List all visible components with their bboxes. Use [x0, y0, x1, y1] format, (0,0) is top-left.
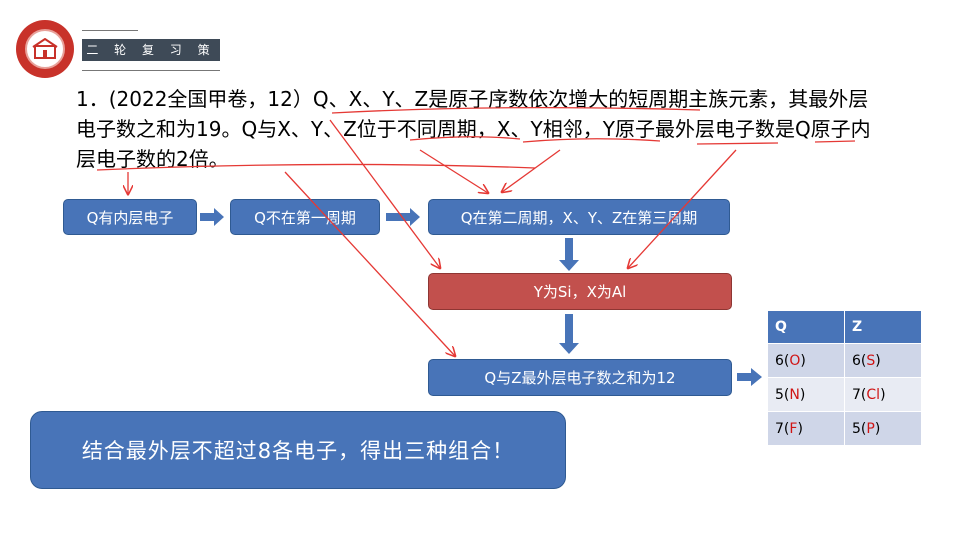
table-header-z: Z [844, 310, 922, 344]
underline-mark [409, 136, 521, 141]
header-divider [82, 70, 220, 71]
annotation-arrow [502, 149, 561, 192]
element-symbol: O [789, 352, 801, 369]
annotation-arrow [284, 171, 455, 356]
annotation-arrow [329, 119, 440, 268]
element-symbol: P [866, 420, 875, 437]
flow-step-inner-electrons: Q有内层电子 [63, 199, 197, 235]
table-cell: 6(S) [844, 343, 922, 378]
table-cell: 7(Cl) [844, 377, 922, 412]
block-arrow-icon [200, 208, 224, 226]
combination-table: Q Z 6(O) 6(S) 5(N) 7(Cl) 7(F) 5(P) [767, 310, 922, 446]
block-arrow-icon [559, 314, 579, 354]
header-divider [82, 30, 138, 31]
element-symbol: Cl [866, 386, 881, 403]
flow-result-box: Y为Si，X为Al [428, 273, 732, 310]
conclusion-box: 结合最外层不超过8各电子，得出三种组合！ [30, 411, 566, 489]
element-symbol: S [866, 352, 876, 369]
element-symbol: F [789, 420, 798, 437]
table-cell: 6(O) [767, 343, 845, 378]
flow-sum-box: Q与Z最外层电子数之和为12 [428, 359, 732, 396]
logo-emblem-icon [25, 29, 65, 69]
underline-mark [331, 106, 701, 114]
table-cell: 5(P) [844, 411, 922, 446]
table-header-q: Q [767, 310, 845, 344]
table-row: 5(N) 7(Cl) [767, 377, 922, 412]
underline-mark [696, 142, 779, 145]
block-arrow-icon [559, 238, 579, 271]
section-banner: 二 轮 复 习 策 略 [82, 39, 220, 79]
flow-step-periods: Q在第二周期，X、Y、Z在第三周期 [428, 199, 730, 235]
element-symbol: N [789, 386, 800, 403]
annotation-arrow [628, 149, 737, 268]
block-arrow-icon [386, 208, 420, 226]
table-cell: 7(F) [767, 411, 845, 446]
table-row: 6(O) 6(S) [767, 343, 922, 378]
table-row: 7(F) 5(P) [767, 411, 922, 446]
underline-mark [522, 138, 661, 143]
question-text: 1．(2022全国甲卷，12）Q、X、Y、Z是原子序数依次增大的短周期主族元素，… [76, 87, 871, 171]
underline-mark [96, 163, 536, 171]
underline-mark [814, 140, 856, 143]
school-logo [16, 20, 74, 78]
annotation-arrow [419, 149, 488, 193]
table-cell: 5(N) [767, 377, 845, 412]
block-arrow-icon [737, 368, 762, 386]
